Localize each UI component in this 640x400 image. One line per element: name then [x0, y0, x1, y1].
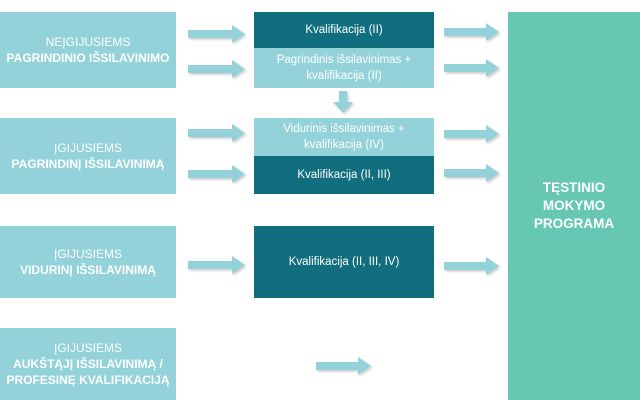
group-secondary-education: ĮGIJUSIEMS VIDURINĮ IŠSILAVINIMĄ [0, 226, 176, 298]
arrow-right-icon [444, 125, 499, 143]
arrow-right-icon [444, 257, 499, 275]
arrow-down-icon [333, 91, 353, 113]
group-label-main: AUKŠTĄJĮ IŠSILAVINIMĄ / [13, 357, 163, 371]
program-label-3: PROGRAMA [533, 216, 615, 231]
arrow-right-icon [444, 59, 499, 77]
arrow-right-icon [188, 165, 245, 183]
group-higher-education: ĮGIJUSIEMS AUKŠTĄJĮ IŠSILAVINIMĄ / PROFE… [0, 328, 176, 400]
qualification-ii-iii-box: Kvalifikacija (II, III) [254, 156, 434, 194]
qualification-ii-iii-iv-label: Kvalifikacija (II, III, IV) [288, 256, 400, 268]
group-label-prefix: NEĮGIJUSIEMS [45, 35, 131, 49]
continuing-education-program-box: TĘSTINIO MOKYMO PROGRAMA [508, 12, 640, 400]
program-label-2: MOKYMO [542, 198, 606, 213]
program-label-1: TĘSTINIO [542, 180, 606, 195]
group-no-basic-education: NEĮGIJUSIEMS PAGRINDINIO IŠSILAVINIMO [0, 12, 176, 88]
arrow-right-icon [316, 357, 371, 375]
arrow-right-icon [444, 23, 499, 41]
qualification-ii-box: Kvalifikacija (II) [254, 12, 434, 48]
arrow-right-icon [188, 25, 245, 43]
group-label-prefix: ĮGIJUSIEMS [53, 341, 122, 355]
group-label-main: PAGRINDINĮ IŠSILAVINIMĄ [11, 157, 165, 171]
qualification-ii-iii-iv-box: Kvalifikacija (II, III, IV) [254, 226, 434, 298]
box-line-1: Vidurinis išsilavinimas + [283, 123, 405, 135]
arrow-right-icon [188, 124, 245, 142]
box-line-2: kvalifikacija (II) [306, 70, 382, 82]
arrow-right-icon [188, 60, 245, 78]
group-label-main-2: PROFESINĘ KVALIFIKACIJĄ [6, 373, 170, 387]
group-basic-education: ĮGIJUSIEMS PAGRINDINĮ IŠSILAVINIMĄ [0, 118, 176, 194]
group-label-prefix: ĮGIJUSIEMS [53, 141, 122, 155]
box-line-1: Pagrindinis išsilavinimas + [276, 54, 412, 66]
group-label-prefix: ĮGIJUSIEMS [53, 247, 122, 261]
qualification-ii-iii-label: Kvalifikacija (II, III) [297, 169, 391, 181]
group-label-main: VIDURINĮ IŠSILAVINIMĄ [20, 263, 156, 277]
box-line-2: kvalifikacija (IV) [304, 139, 384, 151]
secondary-education-qualification-box: Vidurinis išsilavinimas + kvalifikacija … [254, 118, 434, 156]
arrow-right-icon [188, 256, 245, 274]
qualification-ii-label: Kvalifikacija (II) [305, 24, 383, 36]
group-label-main: PAGRINDINIO IŠSILAVINIMO [6, 51, 170, 65]
basic-education-qualification-box: Pagrindinis išsilavinimas + kvalifikacij… [254, 48, 434, 88]
arrow-right-icon [444, 164, 499, 182]
